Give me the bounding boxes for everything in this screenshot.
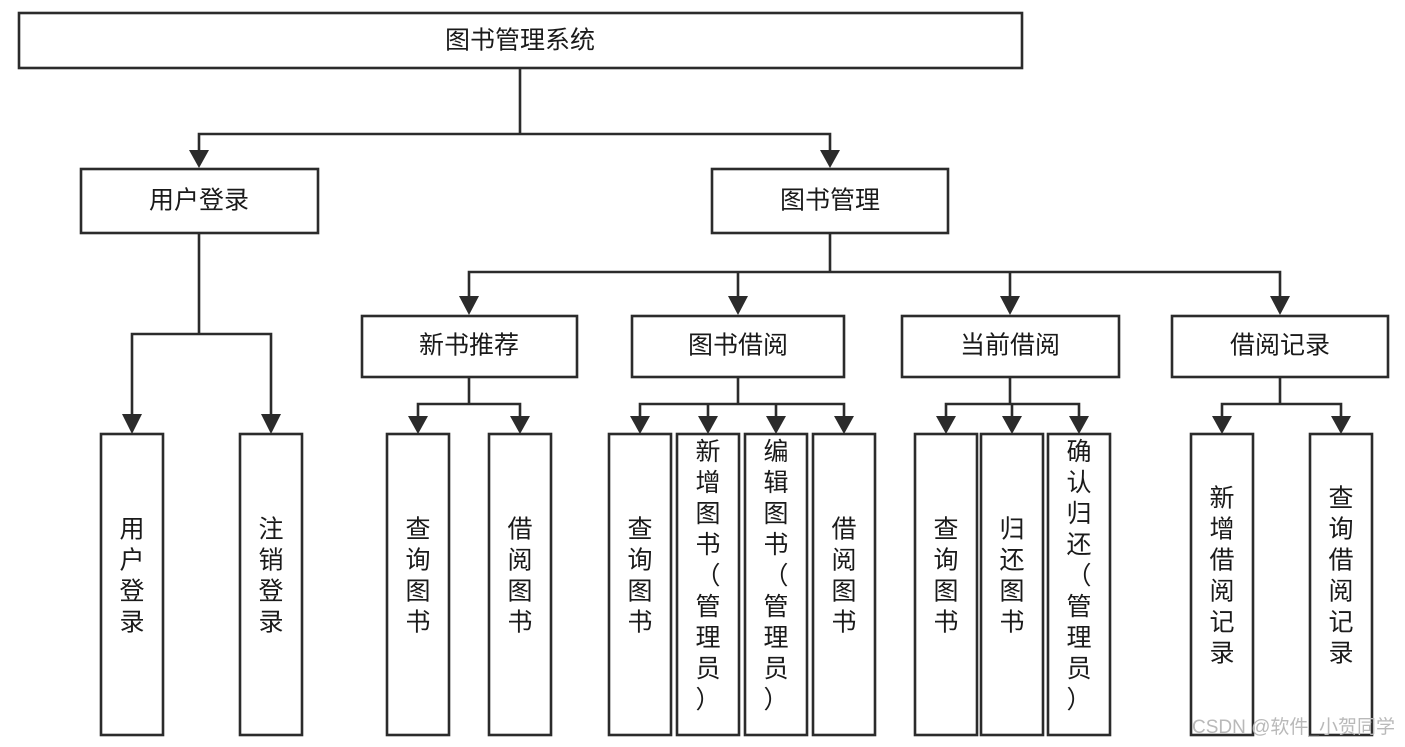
connector-book-borrow-bus bbox=[638, 375, 846, 420]
arrow-to-book-manage bbox=[820, 150, 840, 168]
node-book-borrow[interactable]: 图书借阅 bbox=[630, 314, 846, 379]
node-book-manage[interactable]: 图书管理 bbox=[710, 167, 950, 235]
connector-user-login-bus bbox=[130, 231, 273, 418]
node-leaf-add-borrow-record-label: 新增借阅记录 bbox=[1209, 485, 1234, 668]
connector-current-borrow-bus bbox=[944, 375, 1081, 420]
node-borrow-record[interactable]: 借阅记录 bbox=[1170, 314, 1390, 379]
node-leaf-user-login-label: 用户登录 bbox=[119, 516, 144, 637]
node-leaf-query-book-2-box[interactable] bbox=[607, 432, 673, 737]
node-leaf-return-book[interactable]: 归还图书 bbox=[979, 432, 1045, 737]
node-leaf-user-logout-label: 注销登录 bbox=[258, 516, 283, 637]
node-leaf-edit-book-admin-box[interactable] bbox=[743, 432, 809, 737]
node-user-login-label: 用户登录 bbox=[149, 187, 249, 215]
node-root-label: 图书管理系统 bbox=[445, 27, 595, 55]
arrow-to-current-borrow bbox=[1000, 296, 1020, 315]
node-book-manage-label: 图书管理 bbox=[780, 187, 880, 215]
node-new-book-recommend-label: 新书推荐 bbox=[419, 332, 519, 360]
node-leaf-user-login[interactable]: 用户登录 bbox=[99, 432, 165, 737]
node-leaf-add-book-admin-box[interactable] bbox=[675, 432, 741, 737]
node-leaf-borrow-book-1-label: 借阅图书 bbox=[507, 516, 532, 637]
node-user-login-box[interactable] bbox=[79, 167, 320, 235]
node-leaf-query-book-3-label: 查询图书 bbox=[933, 516, 958, 637]
node-root-box[interactable] bbox=[17, 11, 1024, 70]
arrow-to-leaf-borrow-book-2 bbox=[834, 416, 854, 434]
connector-book-manage-bus bbox=[467, 231, 1282, 300]
node-leaf-query-book-2-label: 查询图书 bbox=[627, 516, 652, 637]
arrow-to-book-borrow bbox=[728, 296, 748, 315]
node-leaf-query-borrow-record[interactable]: 查询借阅记录 bbox=[1308, 432, 1374, 737]
node-user-login[interactable]: 用户登录 bbox=[79, 167, 320, 235]
arrow-to-leaf-user-logout bbox=[261, 414, 281, 434]
node-leaf-confirm-return-admin-label: 确认归还（管理员） bbox=[1066, 438, 1091, 714]
arrow-to-borrow-record bbox=[1270, 296, 1290, 315]
arrow-to-user-login bbox=[189, 150, 209, 168]
node-leaf-query-borrow-record-box[interactable] bbox=[1308, 432, 1374, 737]
arrow-to-leaf-return-book bbox=[1002, 416, 1022, 434]
node-current-borrow[interactable]: 当前借阅 bbox=[900, 314, 1121, 379]
node-leaf-query-book-3[interactable]: 查询图书 bbox=[913, 432, 979, 737]
node-leaf-user-logout-box[interactable] bbox=[238, 432, 304, 737]
node-leaf-query-borrow-record-label: 查询借阅记录 bbox=[1328, 485, 1353, 668]
node-book-borrow-box[interactable] bbox=[630, 314, 846, 379]
node-leaf-query-book-2[interactable]: 查询图书 bbox=[607, 432, 673, 737]
connector-layer bbox=[122, 66, 1351, 434]
node-borrow-record-label: 借阅记录 bbox=[1230, 332, 1330, 360]
node-leaf-borrow-book-2[interactable]: 借阅图书 bbox=[811, 432, 877, 737]
arrow-to-leaf-borrow-book-1 bbox=[510, 416, 530, 434]
node-leaf-borrow-book-2-label: 借阅图书 bbox=[831, 516, 856, 637]
node-leaf-return-book-label: 归还图书 bbox=[999, 516, 1024, 637]
arrow-to-leaf-query-book-2 bbox=[630, 416, 650, 434]
arrow-to-leaf-confirm-return-admin bbox=[1069, 416, 1089, 434]
arrow-to-leaf-user-login bbox=[122, 414, 142, 434]
node-leaf-add-borrow-record[interactable]: 新增借阅记录 bbox=[1189, 432, 1255, 737]
node-book-manage-box[interactable] bbox=[710, 167, 950, 235]
arrow-to-leaf-query-book-1 bbox=[408, 416, 428, 434]
node-book-borrow-label: 图书借阅 bbox=[688, 332, 788, 360]
arrow-to-leaf-edit-book-admin bbox=[766, 416, 786, 434]
node-leaf-borrow-book-2-box[interactable] bbox=[811, 432, 877, 737]
arrow-to-leaf-query-borrow-record bbox=[1331, 416, 1351, 434]
node-leaf-query-book-1-label: 查询图书 bbox=[405, 516, 430, 637]
node-leaf-add-book-admin-label: 新增图书（管理员） bbox=[695, 438, 720, 714]
connector-borrow-record-bus bbox=[1220, 375, 1343, 420]
node-current-borrow-box[interactable] bbox=[900, 314, 1121, 379]
node-leaf-edit-book-admin[interactable]: 编辑图书（管理员） bbox=[743, 432, 809, 737]
node-leaf-add-borrow-record-box[interactable] bbox=[1189, 432, 1255, 737]
node-root[interactable]: 图书管理系统 bbox=[17, 11, 1024, 70]
node-leaf-confirm-return-admin[interactable]: 确认归还（管理员） bbox=[1046, 432, 1112, 737]
node-new-book-recommend[interactable]: 新书推荐 bbox=[360, 314, 579, 379]
node-leaf-return-book-box[interactable] bbox=[979, 432, 1045, 737]
node-borrow-record-box[interactable] bbox=[1170, 314, 1390, 379]
node-leaf-query-book-3-box[interactable] bbox=[913, 432, 979, 737]
connector-root-bus bbox=[197, 66, 832, 152]
node-leaf-add-book-admin[interactable]: 新增图书（管理员） bbox=[675, 432, 741, 737]
node-leaf-confirm-return-admin-box[interactable] bbox=[1046, 432, 1112, 737]
arrow-to-leaf-add-book-admin bbox=[698, 416, 718, 434]
node-leaf-user-logout[interactable]: 注销登录 bbox=[238, 432, 304, 737]
arrow-to-new-book-recommend bbox=[459, 296, 479, 315]
arrow-to-leaf-query-book-3 bbox=[936, 416, 956, 434]
node-leaf-borrow-book-1-box[interactable] bbox=[487, 432, 553, 737]
node-leaf-user-login-box[interactable] bbox=[99, 432, 165, 737]
csdn-watermark: CSDN @软件_小贺同学 bbox=[1192, 716, 1395, 738]
node-leaf-borrow-book-1[interactable]: 借阅图书 bbox=[487, 432, 553, 737]
node-current-borrow-label: 当前借阅 bbox=[960, 332, 1060, 360]
node-leaf-query-book-1[interactable]: 查询图书 bbox=[385, 432, 451, 737]
node-new-book-recommend-box[interactable] bbox=[360, 314, 579, 379]
arrow-to-leaf-add-borrow-record bbox=[1212, 416, 1232, 434]
node-leaf-edit-book-admin-label: 编辑图书（管理员） bbox=[763, 438, 788, 714]
node-leaf-query-book-1-box[interactable] bbox=[385, 432, 451, 737]
connector-new-book-recommend-bus bbox=[416, 375, 522, 420]
